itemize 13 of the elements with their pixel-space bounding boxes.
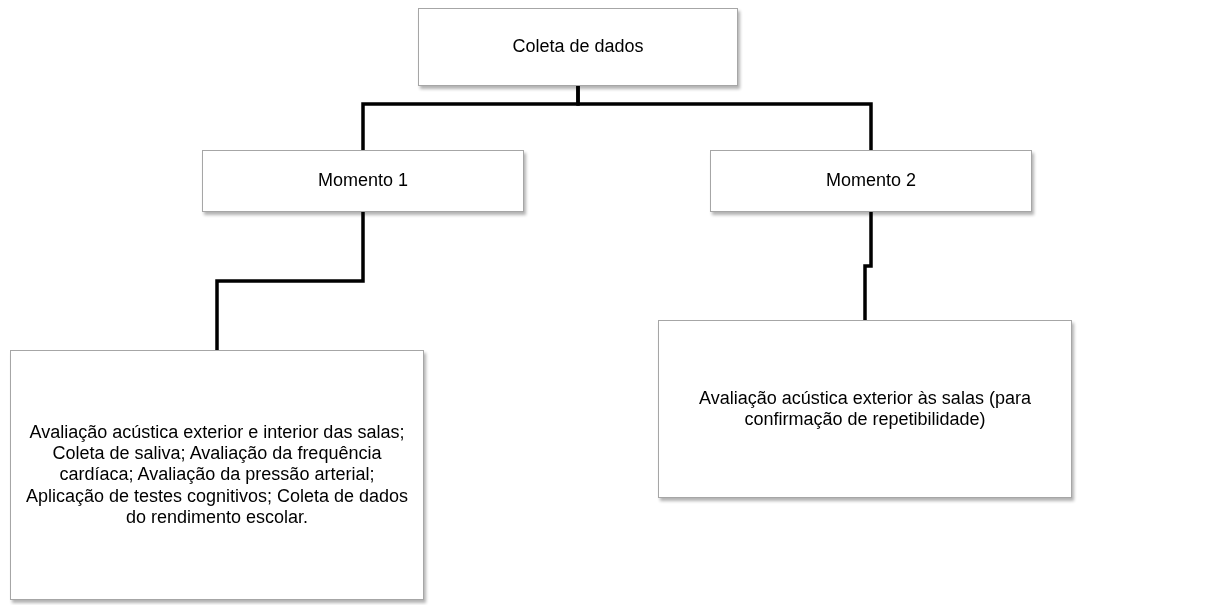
process-box [202,150,524,212]
box-text: Avaliação acústica exterior às salas (para confirmação de repetibilidade) [698,387,1032,431]
process-box [710,150,1032,212]
box-text: Momento 1 [317,170,408,192]
process-box [418,8,738,86]
connector-line [576,86,873,150]
box-text: Momento 2 [825,170,916,192]
process-box [10,350,424,600]
box-text: Coleta de dados [512,36,644,58]
connector-line [863,212,873,320]
process-box [658,320,1072,498]
box-text: Avaliação acústica exterior e interior das salas; Coleta de saliva; Avaliação da frequência cardíaca; Avaliação da pressão arterial; Aplicação de testes cognitivos; Coleta de dados do rendimento escolar. [24,422,410,528]
connector-line [215,212,365,350]
